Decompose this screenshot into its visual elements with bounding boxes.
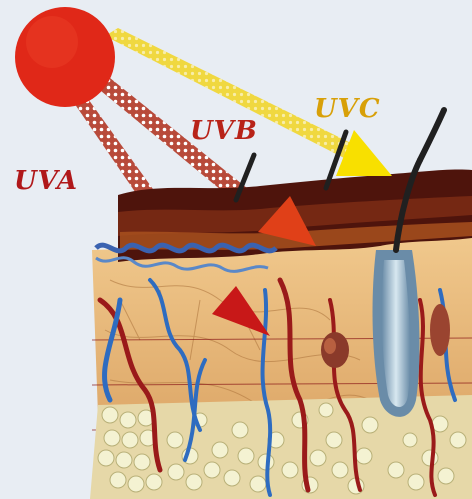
uva-label: UVA [14, 166, 78, 196]
hair-follicle [373, 250, 420, 417]
uvc-label: UVC [314, 94, 381, 124]
fat-layer [90, 395, 472, 499]
uvb-label: UVB [190, 116, 258, 146]
